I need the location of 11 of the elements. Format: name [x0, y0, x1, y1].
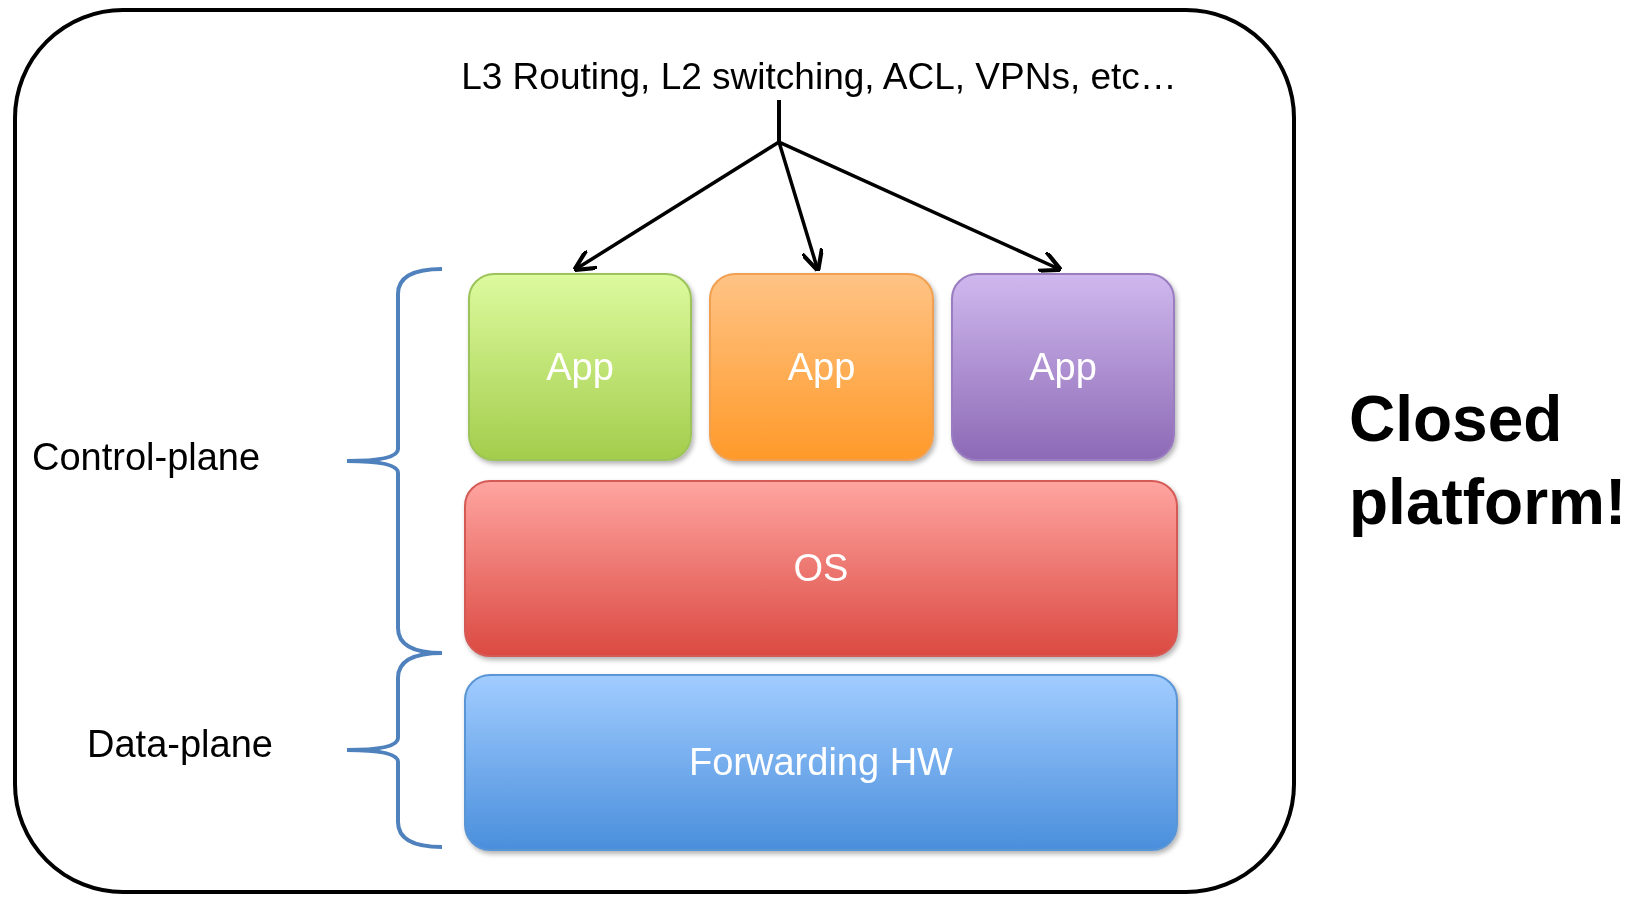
platform-frame — [13, 8, 1296, 894]
feature-list-text: L3 Routing, L2 switching, ACL, VPNs, etc… — [409, 49, 1229, 104]
app-box: App — [951, 273, 1175, 461]
arrow — [777, 100, 1063, 273]
app-box: App — [468, 273, 692, 461]
os-layer: OS — [464, 480, 1178, 657]
plane-label: Control-plane — [32, 436, 261, 479]
callout-text: Closed platform! — [1349, 382, 1628, 541]
hardware-layer: Forwarding HW — [464, 674, 1178, 851]
plane-label: Data-plane — [87, 723, 273, 766]
app-box: App — [709, 273, 934, 461]
